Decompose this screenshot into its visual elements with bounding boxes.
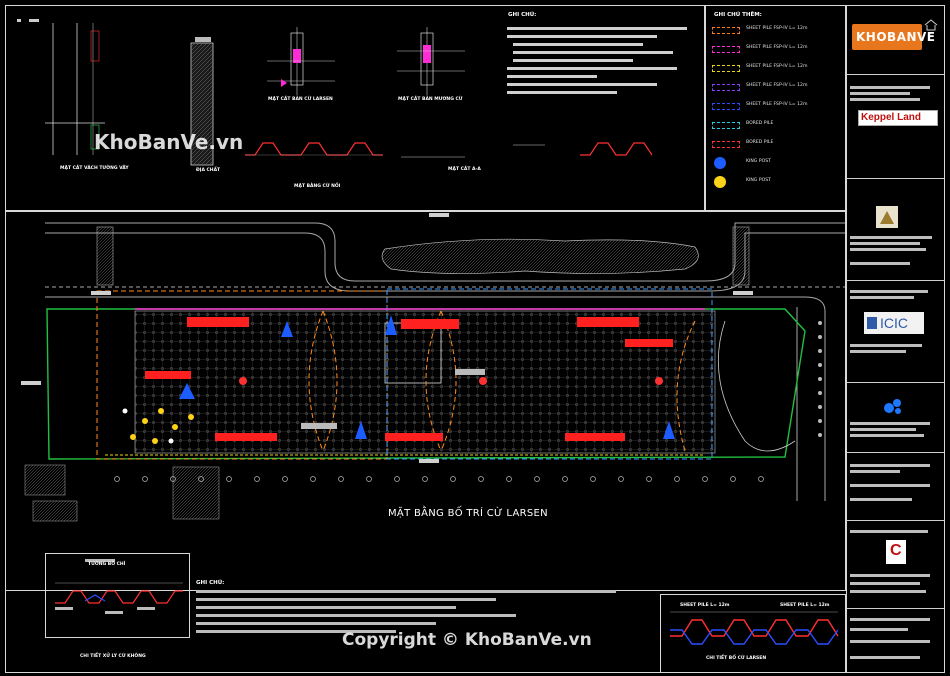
bottom-left-sub: TƯỜNG BỐ CHÍ — [88, 562, 126, 567]
bottom-notes-title: GHI CHÚ: — [196, 580, 225, 586]
legend-swatch — [712, 103, 740, 110]
legend-item: BORED PILE — [712, 117, 842, 136]
legend-item: KING POST — [712, 155, 842, 174]
adjacent-buildings — [24, 464, 220, 522]
bottom-right-label: CHI TIẾT BỐ CỪ LARSEN — [706, 656, 767, 661]
keppel-logo-text: Keppel Land — [861, 112, 922, 123]
legend-swatch — [714, 176, 726, 188]
road-pillar-left — [96, 226, 114, 286]
soil-section-title: ĐỊA CHẤT — [196, 168, 221, 173]
legend-item: SHEET PILE FSP-IV L= 12m — [712, 79, 842, 98]
khobanve-logo: KHOBANVE — [852, 24, 935, 50]
bottom-left-detail-svg — [55, 559, 183, 614]
plan-connect-title: MẶT BẰNG CỪ NỐI — [294, 184, 341, 189]
top-details-svg — [17, 19, 687, 166]
contractor-logo: C — [886, 540, 906, 564]
main-plan-title: MẶT BẰNG BỐ TRÍ CỪ LARSEN — [388, 508, 548, 519]
bottom-notes-lines — [196, 590, 626, 650]
architect-logo — [876, 206, 898, 228]
legend-item: BORED PILE — [712, 136, 842, 155]
legend-title: GHI CHÚ THÊM: — [714, 12, 762, 18]
boundary-markers — [114, 476, 764, 482]
sheet-pile-zigzags — [245, 142, 653, 158]
bottom-right-detail-panel — [660, 594, 846, 673]
legend-swatch — [712, 27, 740, 34]
legend-label: KING POST — [746, 178, 771, 183]
legend-item: SHEET PILE FSP-IV L= 12m — [712, 60, 842, 79]
legend-swatch — [714, 157, 726, 169]
sheet-pile-label-2: SHEET PILE L= 12m — [780, 603, 830, 608]
site-plan-svg — [21, 213, 845, 522]
top-detail-panel — [5, 5, 705, 211]
right-markers — [818, 321, 822, 437]
notes-title: GHI CHÚ: — [508, 12, 537, 18]
plan-tags — [21, 213, 753, 463]
basement-footprint — [134, 310, 716, 454]
legend-panel — [705, 5, 846, 211]
watermark-bottom: Copyright © KhoBanVe.vn — [342, 630, 592, 650]
icic-logo-text: ICIC — [880, 315, 908, 331]
king-posts-blue — [179, 315, 675, 439]
title-block-content: KHOBANVE Keppel Land ICIC — [846, 8, 944, 672]
legend-label: SHEET PILE FSP-IV L= 12m — [746, 102, 808, 107]
sheet-pile-detail-title-2: MẶT CẮT BẢN MƯƠNG CỪ — [398, 97, 463, 102]
legend-label: KING POST — [746, 159, 771, 164]
sheet-pile-detail-title: MẶT CẮT BẢN CỪ LARSEN — [268, 97, 333, 102]
legend-swatch — [712, 141, 740, 148]
keppel-logo: Keppel Land — [858, 110, 938, 126]
watermark-top-left: KhoBanVe.vn — [94, 130, 244, 154]
sheet-pile-section-2 — [397, 27, 465, 95]
legend-item: SHEET PILE FSP-IV L= 12m — [712, 98, 842, 117]
legend-label: BORED PILE — [746, 140, 774, 145]
sheet-pile-label-1: SHEET PILE L= 12m — [680, 603, 730, 608]
soil-column — [190, 37, 214, 166]
legend-label: SHEET PILE FSP-IV L= 12m — [746, 26, 808, 31]
section-label: MẶT CẮT VÁCH TƯỜNG VÂY — [60, 166, 129, 171]
legend-swatch — [712, 122, 740, 129]
pile-group-labels — [145, 317, 673, 441]
house-icon — [924, 16, 938, 31]
blue-dots-logo — [880, 396, 906, 416]
bottom-left-detail-panel — [45, 553, 190, 638]
legend-swatch — [712, 65, 740, 72]
road — [45, 222, 845, 501]
legend-item: SHEET PILE FSP-IV L= 12m — [712, 22, 842, 41]
icic-logo: ICIC — [864, 312, 924, 334]
legend-item: KING POST — [712, 174, 842, 193]
legend-item: SHEET PILE FSP-IV L= 12m — [712, 41, 842, 60]
bottom-left-label: CHI TIẾT XỬ LÝ CỪ KHÔNG — [80, 654, 146, 659]
bored-piles-red — [239, 377, 663, 385]
king-posts-yellow — [122, 408, 194, 444]
green-island — [381, 238, 699, 274]
bottom-right-detail-svg — [670, 611, 839, 645]
legend-label: SHEET PILE FSP-IV L= 12m — [746, 45, 808, 50]
ramp-curve — [717, 320, 796, 452]
section-aa-title: MẶT CẮT A-A — [448, 167, 481, 172]
contractor-logo-text: C — [890, 542, 902, 559]
road-pillar-right — [732, 226, 750, 286]
legend-label: BORED PILE — [746, 121, 774, 126]
top-notes-lines — [507, 27, 687, 94]
legend-label: SHEET PILE FSP-IV L= 12m — [746, 83, 808, 88]
sheet-pile-section-1 — [267, 27, 335, 95]
title-block — [846, 5, 945, 673]
legend-swatch — [712, 84, 740, 91]
legend-label: SHEET PILE FSP-IV L= 12m — [746, 64, 808, 69]
legend-swatch — [712, 46, 740, 53]
left-wall-section — [17, 19, 105, 155]
logo-brand-text: KHOBANVE — [856, 30, 936, 44]
